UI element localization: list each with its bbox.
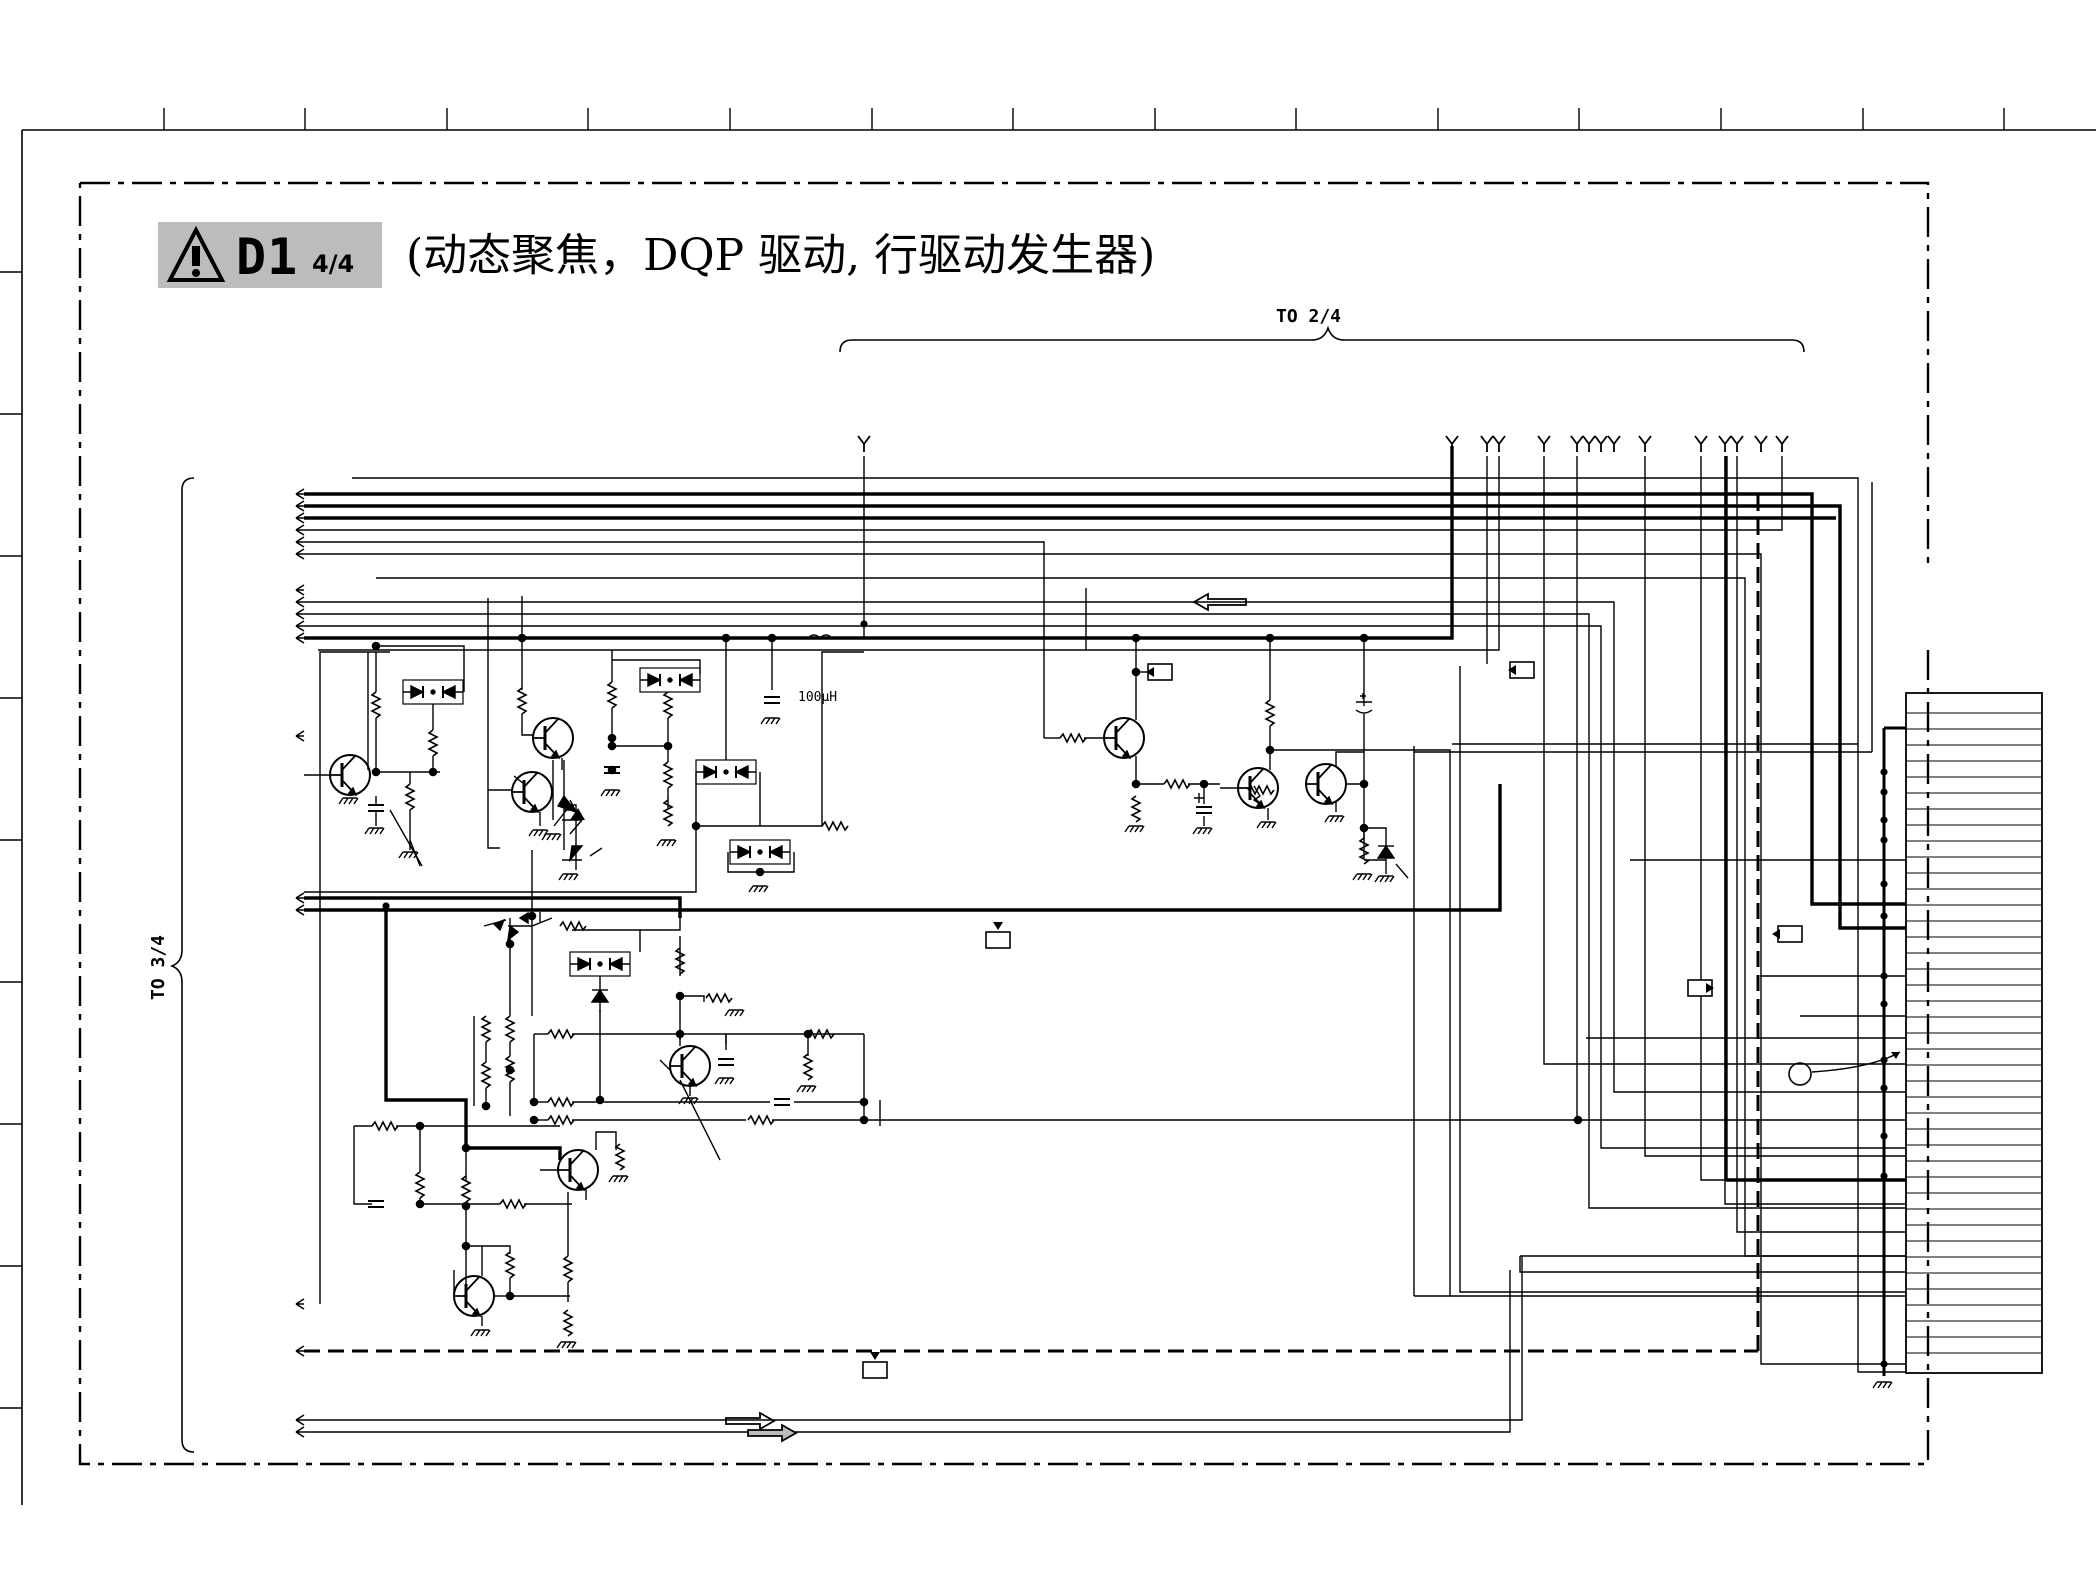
bus-lines-thick [304, 446, 1906, 1180]
bus-lines-thin [304, 456, 1906, 1432]
right-connector-block [1789, 693, 2042, 1388]
connector-brace-top [840, 328, 1804, 352]
dqp-driver-section [354, 850, 1582, 1348]
horizontal-drive-section [1044, 634, 1450, 1296]
left-connector-terminals [296, 489, 304, 1437]
connector-brace-left [172, 478, 194, 1452]
test-points [863, 662, 1802, 1378]
dynamic-focus-section [304, 596, 864, 892]
junction-dots [382, 620, 1367, 1151]
top-connector-terminals [858, 436, 1788, 452]
signal-flow-arrows [726, 594, 1246, 1441]
